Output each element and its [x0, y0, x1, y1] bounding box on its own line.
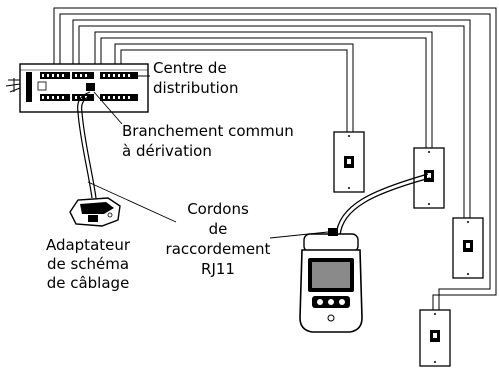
wiremap-adapter-label-line3: de câblage — [47, 274, 130, 292]
wall-outlet-icon — [419, 309, 451, 367]
wiremap-adapter-label-line2: de schéma — [47, 255, 129, 273]
patch-cords-label-line1: Cordons — [187, 200, 249, 218]
cable-bundle — [53, 7, 497, 310]
wiremap-adapter-label-line1: Adaptateur — [46, 236, 131, 254]
patch-cord-adapter — [77, 91, 93, 199]
cable-tester-icon — [299, 228, 363, 333]
wall-outlet-icon — [452, 217, 484, 279]
patch-cord-tester — [335, 173, 429, 237]
patch-cords-label-line2: de — [209, 220, 228, 238]
wiremap-adapter-icon — [69, 197, 121, 227]
distribution-center-label-line1: Centre de — [153, 59, 227, 77]
wall-outlet-icon — [333, 131, 365, 193]
distribution-center-label-line2: distribution — [153, 79, 238, 97]
common-branch-label-line2: à dérivation — [122, 142, 212, 160]
common-branch-label-line1: Branchement commun — [122, 122, 294, 140]
patch-cords-label-line3: raccordement — [166, 240, 271, 258]
patch-cords-label-line4: RJ11 — [201, 260, 235, 278]
leader-lines — [87, 75, 329, 239]
distribution-panel-icon — [5, 63, 149, 113]
